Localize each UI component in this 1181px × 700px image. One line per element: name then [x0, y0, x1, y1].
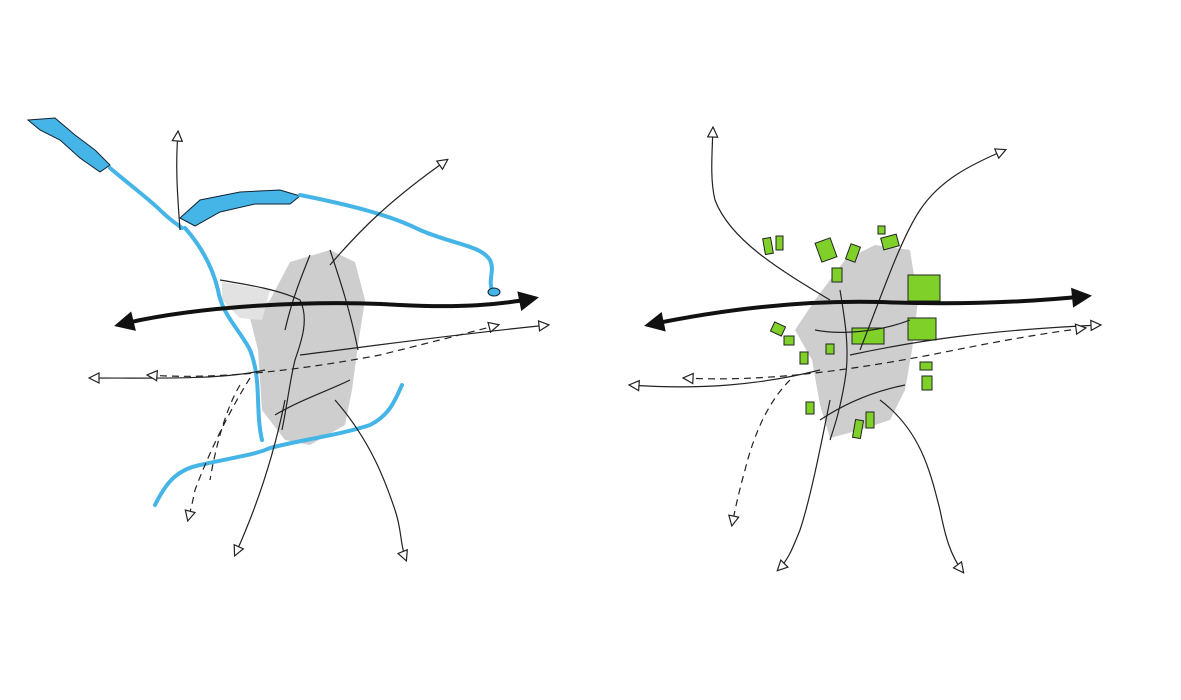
green-plot [831, 267, 843, 283]
green-plot [919, 361, 933, 371]
river-north [108, 166, 184, 230]
dashed-link-south [209, 384, 241, 481]
river-west [183, 226, 264, 442]
green-plot [769, 321, 787, 337]
green-plot [825, 343, 835, 355]
road-south-1 [235, 399, 286, 555]
dashed-link-east-west [148, 325, 498, 376]
dashed-link-southwest [732, 379, 791, 525]
lake-north [179, 189, 302, 227]
road-north [712, 128, 831, 301]
green-plot [880, 233, 900, 251]
main-axis-arrow [644, 287, 1092, 332]
green-plot [814, 237, 838, 263]
road-northeast [329, 160, 447, 266]
right-panel [630, 128, 1100, 572]
road-south-2 [334, 399, 406, 560]
green-plot [907, 317, 937, 341]
main-axis-arrow [114, 291, 539, 331]
road-south-2 [879, 399, 963, 572]
green-plot [844, 243, 862, 263]
left-panel [26, 117, 548, 560]
green-plot [762, 236, 774, 256]
green-plot [921, 375, 933, 391]
lake-northwest [26, 117, 111, 173]
green-plot [865, 411, 875, 429]
green-plot [783, 335, 795, 346]
river-east [298, 193, 494, 292]
green-plot [799, 351, 809, 365]
road-south-1 [778, 399, 831, 570]
pond-east [487, 287, 501, 297]
green-plot [877, 225, 886, 235]
dashed-link-southwest [188, 377, 251, 520]
road-north [177, 132, 180, 231]
green-plot [775, 235, 784, 251]
green-plot [851, 418, 865, 440]
green-plot [907, 274, 941, 302]
dashed-link-east-west [684, 328, 1085, 379]
green-plot [805, 401, 815, 415]
river-south [153, 383, 404, 507]
